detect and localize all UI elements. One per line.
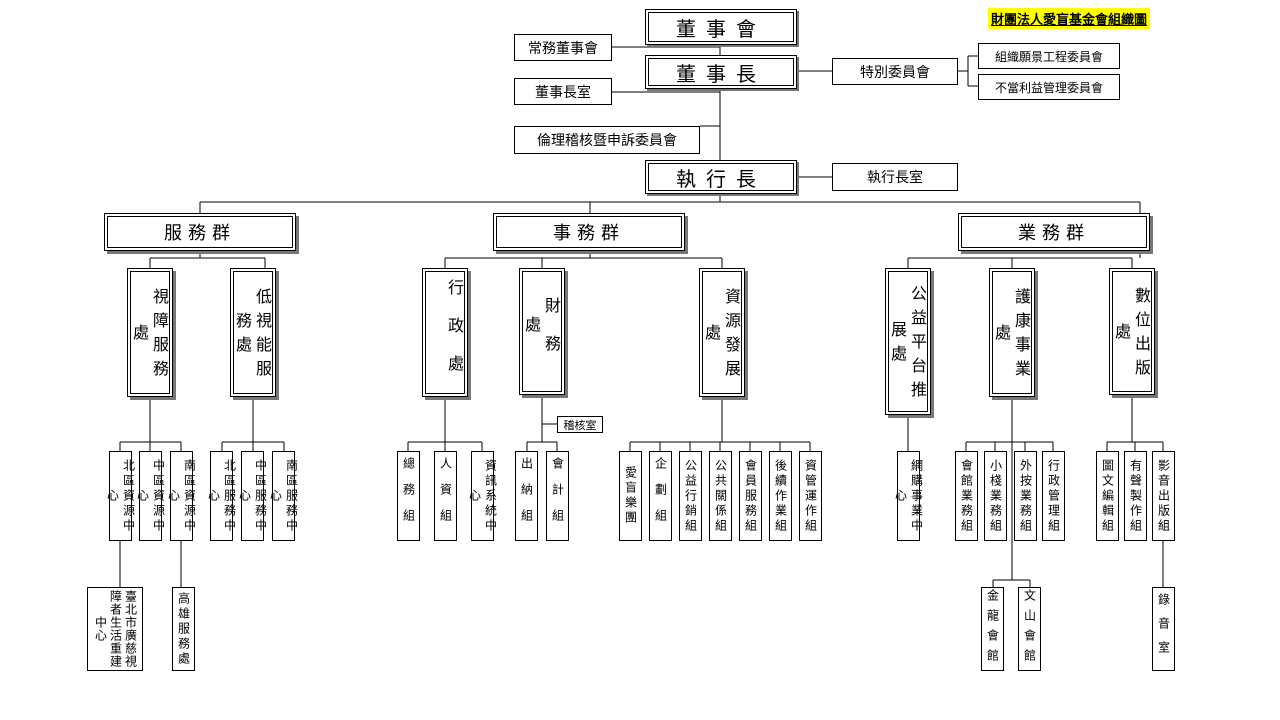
unit-it-center: 資訊系統中心 bbox=[468, 451, 498, 541]
special-committee-box: 特別委員會 bbox=[832, 58, 958, 85]
unit-taipei-rehab-center: 臺北市廣慈視障者生活重建中心 bbox=[87, 587, 143, 671]
care-business-dept: 護康事業處 bbox=[989, 268, 1035, 397]
unit-hall-business: 會館業務組 bbox=[955, 451, 978, 541]
chairman-box: 董事長 bbox=[645, 55, 797, 89]
unit-north-resource: 北區資源中心 bbox=[106, 451, 136, 541]
unit-general-affairs: 總務組 bbox=[397, 451, 420, 541]
ethics-committee-box: 倫理稽核暨申訴委員會 bbox=[514, 126, 700, 154]
resource-dept: 資源發展處 bbox=[699, 268, 745, 397]
conflict-committee-box: 不當利益管理委員會 bbox=[978, 74, 1120, 100]
unit-av-publishing: 影音出版組 bbox=[1152, 451, 1175, 541]
unit-asset-management: 資管運作組 bbox=[799, 451, 822, 541]
unit-audiobook: 有聲製作組 bbox=[1124, 451, 1147, 541]
business-group-box: 業務群 bbox=[958, 213, 1150, 251]
admin-dept: 行政處 bbox=[422, 268, 468, 397]
unit-planning: 企劃組 bbox=[649, 451, 672, 541]
unit-outsource-massage: 外按業務組 bbox=[1014, 451, 1037, 541]
vision-committee-box: 組織願景工程委員會 bbox=[978, 43, 1120, 69]
unit-accounting: 會計組 bbox=[546, 451, 569, 541]
unit-public-relations: 公共關係組 bbox=[709, 451, 732, 541]
affairs-group-box: 事務群 bbox=[493, 213, 685, 251]
unit-south-service: 南區服務中心 bbox=[269, 451, 299, 541]
unit-marketing: 公益行銷組 bbox=[679, 451, 702, 541]
unit-wenshan-hall: 文山會館 bbox=[1018, 587, 1041, 671]
visual-service-dept: 視障服務處 bbox=[127, 268, 173, 397]
unit-ecommerce-center: 網購事業中心 bbox=[894, 451, 924, 541]
unit-hr: 人資組 bbox=[434, 451, 457, 541]
unit-small-shop: 小棧業務組 bbox=[984, 451, 1007, 541]
board-box: 董事會 bbox=[645, 9, 797, 45]
unit-admin-management: 行政管理組 bbox=[1042, 451, 1065, 541]
ceo-office-box: 執行長室 bbox=[832, 163, 958, 191]
unit-orchestra: 愛盲樂團 bbox=[619, 451, 642, 541]
unit-cashier: 出納組 bbox=[515, 451, 538, 541]
unit-jinlong-hall: 金龍會館 bbox=[981, 587, 1004, 671]
unit-member-service: 會員服務組 bbox=[739, 451, 762, 541]
chairman-office-box: 董事長室 bbox=[514, 78, 612, 105]
audit-office-box: 稽核室 bbox=[557, 416, 603, 433]
ceo-box: 執行長 bbox=[645, 160, 797, 194]
service-group-box: 服務群 bbox=[104, 213, 296, 251]
unit-kaohsiung-office: 高雄服務處 bbox=[172, 587, 195, 671]
unit-south-resource: 南區資源中心 bbox=[167, 451, 197, 541]
lowvision-service-dept: 低視能服務處 bbox=[230, 268, 276, 397]
unit-central-resource: 中區資源中心 bbox=[136, 451, 166, 541]
public-platform-dept: 公益平台推展處 bbox=[885, 268, 931, 415]
digital-publishing-dept: 數位出版處 bbox=[1109, 268, 1155, 395]
unit-north-service: 北區服務中心 bbox=[207, 451, 237, 541]
unit-recording-studio: 錄音室 bbox=[1152, 587, 1175, 671]
unit-central-service: 中區服務中心 bbox=[238, 451, 268, 541]
unit-followup: 後續作業組 bbox=[769, 451, 792, 541]
unit-braille-editing: 圖文編輯組 bbox=[1096, 451, 1119, 541]
standing-board-box: 常務董事會 bbox=[514, 34, 612, 61]
chart-title: 財團法人愛盲基金會組織圖 bbox=[988, 8, 1151, 29]
finance-dept: 財務處 bbox=[519, 268, 565, 395]
